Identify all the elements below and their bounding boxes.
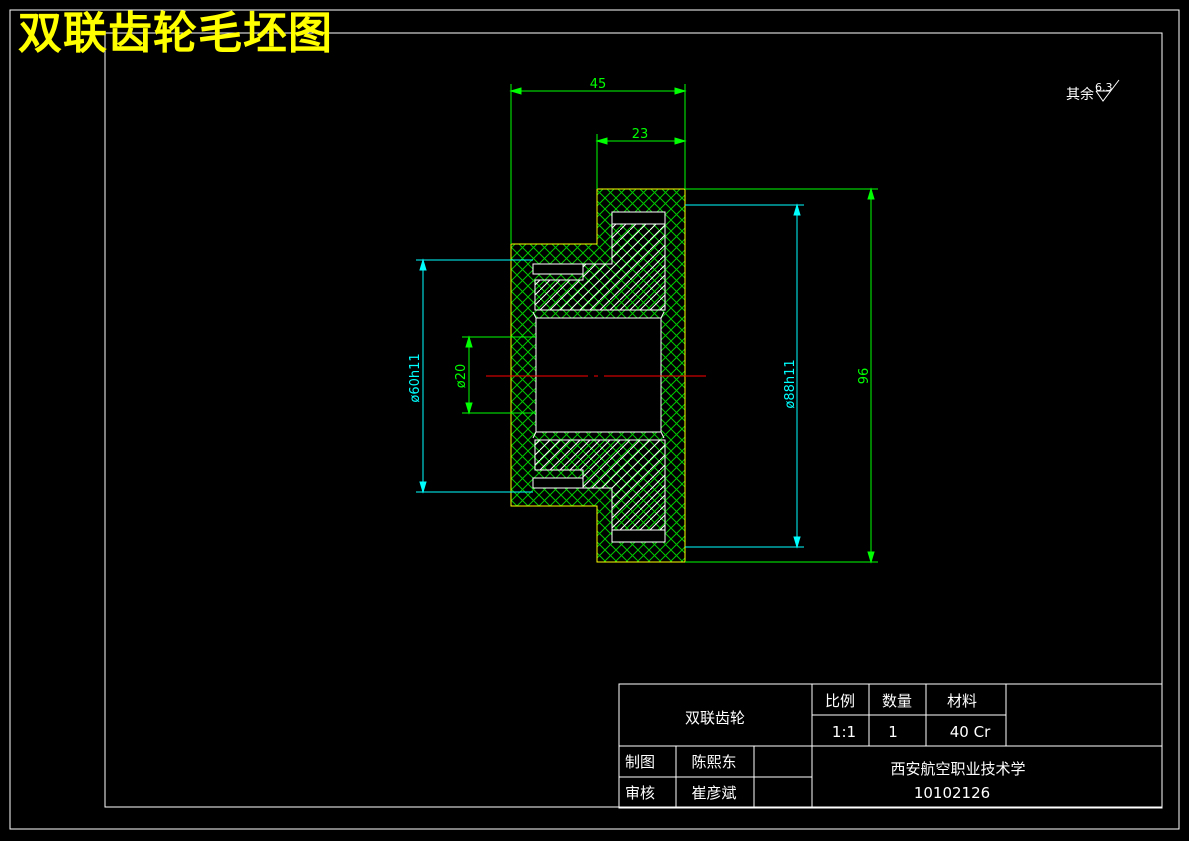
dim-dia-hub [416, 258, 533, 494]
dim-width-total-label: 45 [590, 77, 607, 92]
dim-dia-outer [685, 203, 804, 549]
tb-qty-label: 数量 [882, 692, 912, 710]
tb-material-label: 材料 [947, 692, 977, 710]
tb-drawn-label: 制图 [625, 753, 655, 771]
dim-dia-bore [462, 335, 536, 415]
tb-part-name: 双联齿轮 [685, 709, 745, 727]
dim-height-total-label: 96 [857, 368, 872, 385]
drawing-title: 双联齿轮毛坯图 [18, 8, 333, 59]
tb-checked-label: 审核 [625, 784, 655, 802]
dim-width-step [595, 134, 687, 189]
tb-checked-name: 崔彦斌 [691, 784, 736, 802]
tb-scale-label: 比例 [825, 692, 855, 710]
tb-qty-value: 1 [888, 723, 898, 741]
tb-material-value: 40 Cr [950, 723, 991, 741]
finished-part [532, 211, 666, 543]
dim-dia-bore-label: ø20 [454, 364, 469, 389]
drawing-frame [104, 32, 1163, 808]
tb-school: 西安航空职业技术学 [890, 760, 1025, 778]
roughness-symbol [1095, 79, 1120, 102]
tb-drawn-name: 陈熙东 [691, 753, 736, 771]
dim-width-step-label: 23 [632, 127, 649, 142]
dim-dia-hub-label: ø60h11 [408, 353, 423, 402]
roughness-value: 6.3 [1095, 81, 1113, 94]
roughness-note: 其余 [1066, 86, 1094, 103]
tb-scale-value: 1:1 [832, 723, 856, 741]
title-block [618, 683, 1163, 809]
dim-width-total [509, 84, 687, 244]
dim-height-total [685, 187, 878, 564]
tb-drawing-number: 10102126 [914, 784, 990, 802]
sheet-border [9, 9, 1180, 830]
dim-dia-outer-label: ø88h11 [783, 359, 798, 408]
